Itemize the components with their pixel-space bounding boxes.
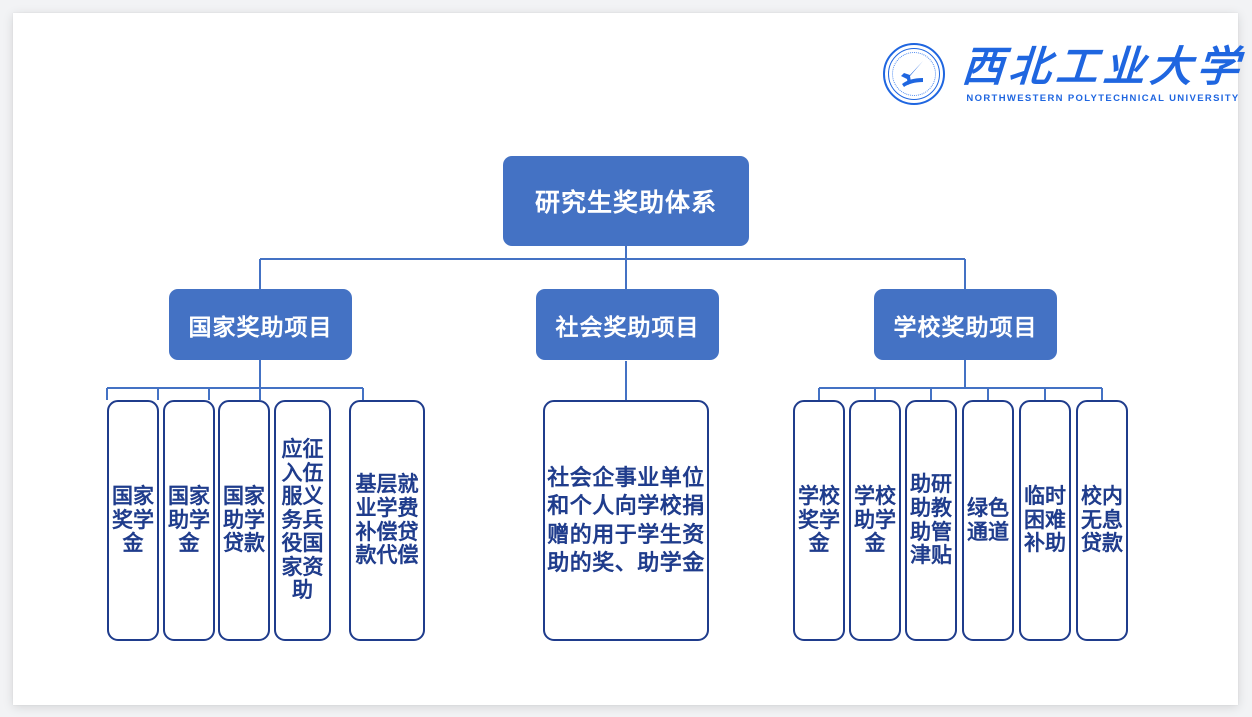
emblem-inner-ring <box>888 47 940 100</box>
leaf-school-4[interactable]: 绿色通道 <box>962 400 1014 641</box>
emblem-outer-ring <box>883 42 945 105</box>
leaf-national-5[interactable]: 基层就业学费补偿贷款代偿 <box>349 400 425 641</box>
leaf-national-4[interactable]: 应征入伍服义务兵役国家资助 <box>274 400 331 641</box>
node-root-label: 研究生奖助体系 <box>534 189 717 217</box>
leaf-national-5-label: 基层就业学费补偿贷款代偿 <box>355 473 419 568</box>
logo-english-name: NORTHWESTERN POLYTECHNICAL UNIVERSITY <box>966 92 1240 104</box>
emblem-jet-icon <box>901 60 923 87</box>
leaf-national-2-label: 国家助学金 <box>168 484 210 556</box>
leaf-school-6[interactable]: 校内无息贷款 <box>1076 400 1128 641</box>
nwpu-emblem-icon <box>882 42 948 108</box>
org-chart: 研究生奖助体系 国家奖助项目 社会奖助项目 学校奖助项目 国家奖学金 国家助学金… <box>13 13 1238 705</box>
node-branch-national[interactable]: 国家奖助项目 <box>169 289 352 360</box>
university-logo: 西北工业大学 NORTHWESTERN POLYTECHNICAL UNIVER… <box>882 32 1246 117</box>
node-branch-school-label: 学校奖助项目 <box>893 313 1038 340</box>
leaf-national-2[interactable]: 国家助学金 <box>163 400 215 641</box>
leaf-school-3[interactable]: 助研助教助管津贴 <box>905 400 957 641</box>
leaf-school-6-label: 校内无息贷款 <box>1081 484 1123 556</box>
node-branch-social-label: 社会奖助项目 <box>555 313 700 340</box>
leaf-school-1[interactable]: 学校奖学金 <box>793 400 845 641</box>
leaf-national-3-label: 国家助学贷款 <box>223 484 265 556</box>
leaf-school-5[interactable]: 临时困难补助 <box>1019 400 1071 641</box>
leaf-national-4-label: 应征入伍服义务兵役国家资助 <box>281 438 324 603</box>
leaf-school-5-label: 临时困难补助 <box>1024 484 1066 556</box>
node-branch-school[interactable]: 学校奖助项目 <box>874 289 1057 360</box>
node-root[interactable]: 研究生奖助体系 <box>503 156 749 246</box>
node-branch-national-label: 国家奖助项目 <box>188 313 333 340</box>
leaf-social-1-label: 社会企事业单位和个人向学校捐赠的用于学生资助的奖、助学金 <box>547 465 705 575</box>
slide-canvas: 西北工业大学 NORTHWESTERN POLYTECHNICAL UNIVER… <box>13 13 1246 705</box>
leaf-school-1-label: 学校奖学金 <box>798 484 840 556</box>
leaf-national-1-label: 国家奖学金 <box>112 484 154 556</box>
leaf-social-1[interactable]: 社会企事业单位和个人向学校捐赠的用于学生资助的奖、助学金 <box>543 400 709 641</box>
leaf-school-2-label: 学校助学金 <box>854 484 896 556</box>
leaf-school-2[interactable]: 学校助学金 <box>849 400 901 641</box>
node-branch-social[interactable]: 社会奖助项目 <box>536 289 719 360</box>
leaf-national-1[interactable]: 国家奖学金 <box>107 400 159 641</box>
leaf-school-3-label: 助研助教助管津贴 <box>910 473 952 568</box>
logo-wordmark: 西北工业大学 NORTHWESTERN POLYTECHNICAL UNIVER… <box>960 42 1245 104</box>
leaf-national-3[interactable]: 国家助学贷款 <box>218 400 270 641</box>
leaf-school-4-label: 绿色通道 <box>967 496 1009 544</box>
